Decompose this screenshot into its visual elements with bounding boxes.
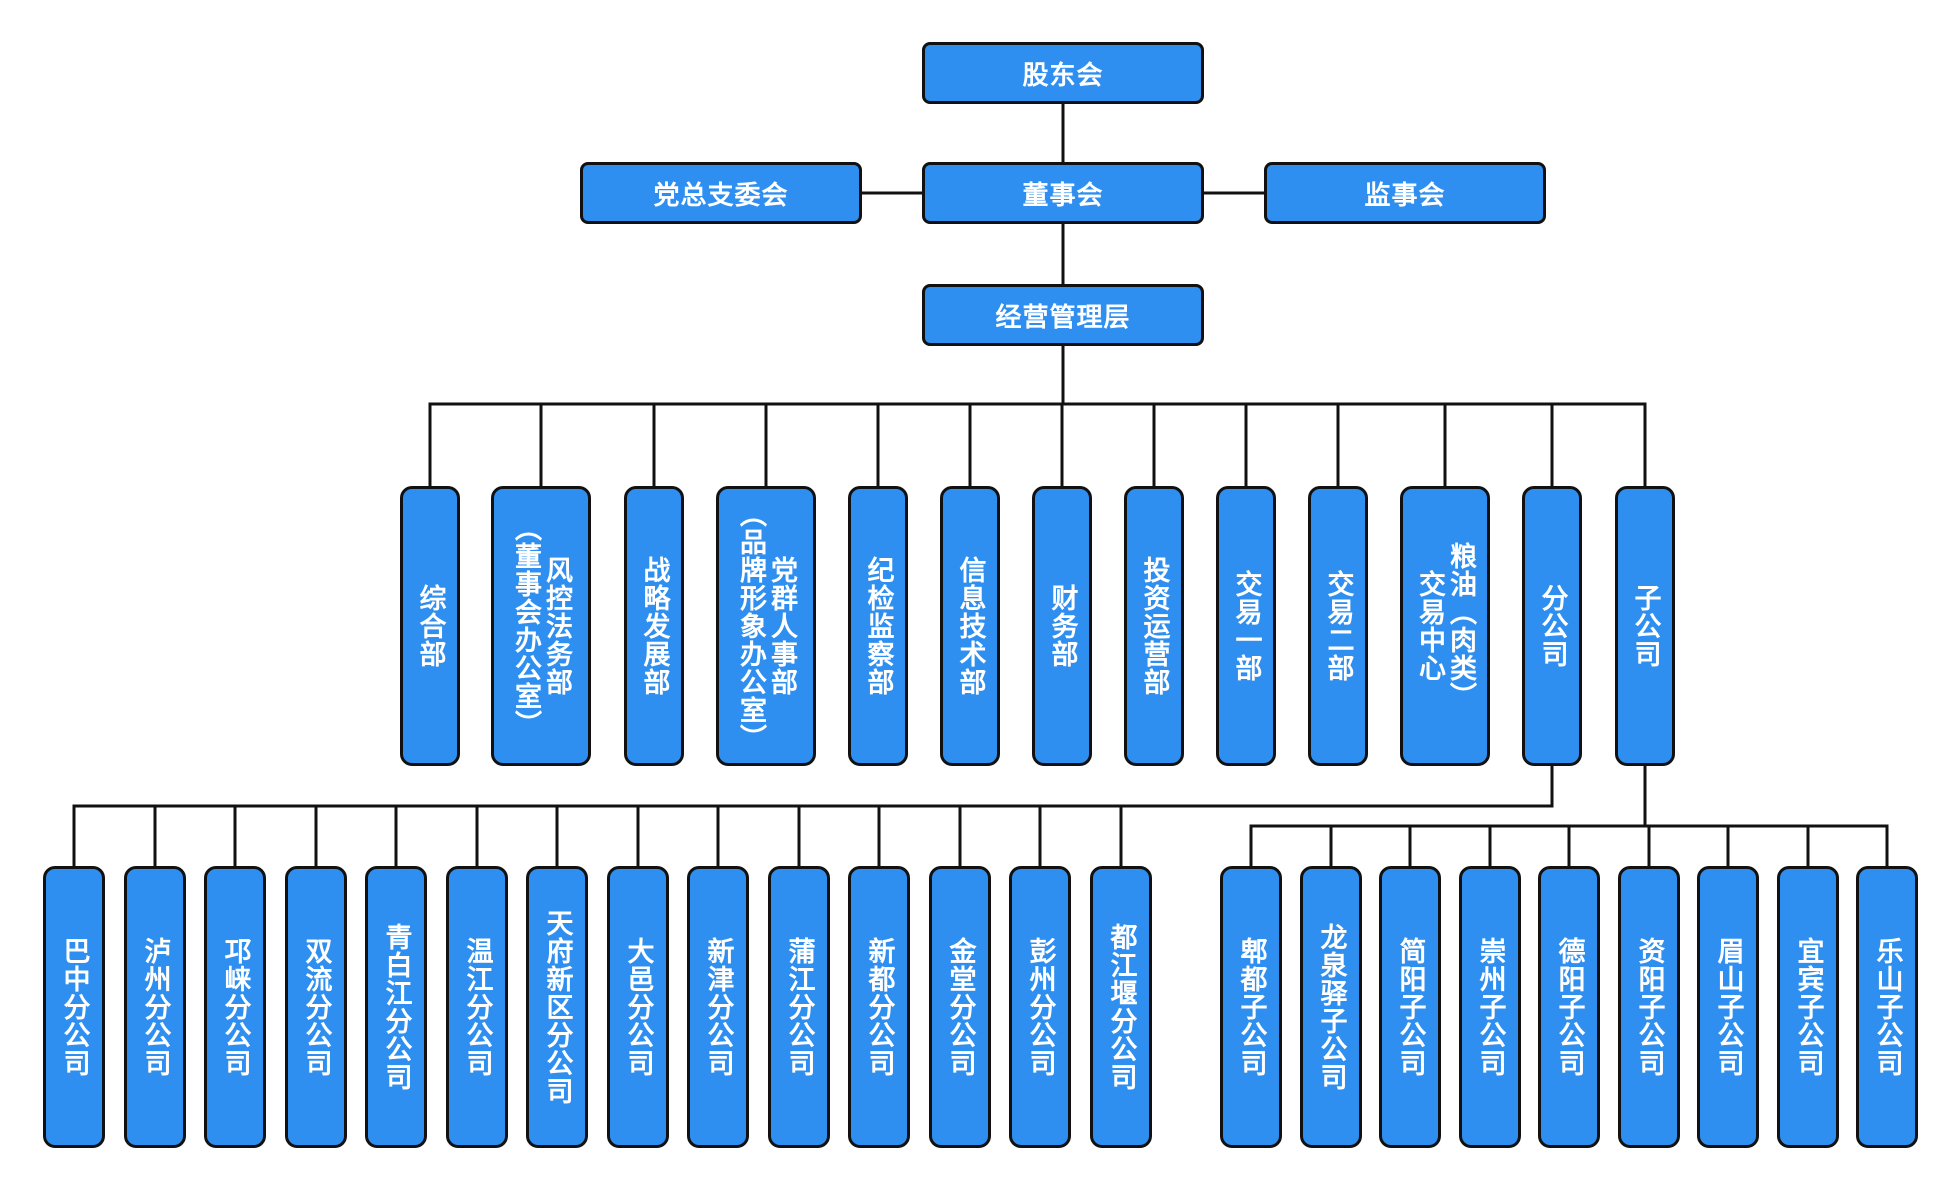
node-supervisors: 监事会 — [1264, 162, 1546, 224]
branch-node: 泸州分公司 — [124, 866, 186, 1148]
dept-jiaoyi2-label: 交易二部 — [1322, 570, 1354, 682]
branch-node-label: 都江堰分公司 — [1105, 923, 1137, 1091]
branch-node: 青白江分公司 — [365, 866, 427, 1148]
branch-node-label: 天府新区分公司 — [541, 909, 573, 1105]
branch-node: 蒲江分公司 — [768, 866, 830, 1148]
dept-zigongsi: 子公司 — [1615, 486, 1675, 766]
node-party-committee-label: 党总支委会 — [653, 180, 789, 211]
dept-xinxi-label: 信息技术部 — [954, 556, 986, 696]
subsidiary-node-label: 宜宾子公司 — [1792, 937, 1824, 1077]
node-board: 董事会 — [922, 162, 1204, 224]
subsidiary-node: 简阳子公司 — [1379, 866, 1441, 1148]
dept-fengongsi: 分公司 — [1522, 486, 1582, 766]
branch-node: 天府新区分公司 — [526, 866, 588, 1148]
subsidiary-node-label: 龙泉驿子公司 — [1315, 923, 1347, 1091]
subsidiary-node-label: 崇州子公司 — [1474, 937, 1506, 1077]
branch-node-label: 邛崃分公司 — [219, 937, 251, 1077]
branch-node: 温江分公司 — [446, 866, 508, 1148]
subsidiary-node: 乐山子公司 — [1856, 866, 1918, 1148]
subsidiary-node: 眉山子公司 — [1697, 866, 1759, 1148]
node-party-committee: 党总支委会 — [580, 162, 862, 224]
branch-node: 邛崃分公司 — [204, 866, 266, 1148]
node-board-label: 董事会 — [1022, 180, 1104, 211]
branch-node-label: 温江分公司 — [461, 937, 493, 1077]
dept-liangyou-label: 粮油（肉类） 交易中心 — [1414, 542, 1476, 710]
subsidiary-node-label: 简阳子公司 — [1394, 937, 1426, 1077]
subsidiary-node: 崇州子公司 — [1459, 866, 1521, 1148]
dept-dangqun-label: 党群人事部 （品牌形象办公室） — [735, 500, 797, 752]
node-shareholders-label: 股东会 — [1022, 60, 1104, 91]
dept-jiaoyi1: 交易一部 — [1216, 486, 1276, 766]
branch-node: 巴中分公司 — [43, 866, 105, 1148]
node-management: 经营管理层 — [922, 284, 1204, 346]
dept-jijian: 纪检监察部 — [848, 486, 908, 766]
dept-caiwu: 财务部 — [1032, 486, 1092, 766]
branch-node-label: 青白江分公司 — [380, 923, 412, 1091]
dept-touzi-label: 投资运营部 — [1138, 556, 1170, 696]
dept-liangyou: 粮油（肉类） 交易中心 — [1400, 486, 1490, 766]
dept-zhanlue: 战略发展部 — [624, 486, 684, 766]
dept-xinxi: 信息技术部 — [940, 486, 1000, 766]
branch-node-label: 新津分公司 — [702, 937, 734, 1077]
dept-dangqun: 党群人事部 （品牌形象办公室） — [716, 486, 816, 766]
dept-fengkong: 风控法务部 （董事会办公室） — [491, 486, 591, 766]
branch-node-label: 泸州分公司 — [139, 937, 171, 1077]
branch-node: 都江堰分公司 — [1090, 866, 1152, 1148]
branch-node-label: 新都分公司 — [863, 937, 895, 1077]
dept-fengkong-label: 风控法务部 （董事会办公室） — [510, 514, 572, 738]
subsidiary-node: 龙泉驿子公司 — [1300, 866, 1362, 1148]
subsidiary-node-label: 资阳子公司 — [1633, 937, 1665, 1077]
dept-zhanlue-label: 战略发展部 — [638, 556, 670, 696]
branch-node-label: 大邑分公司 — [622, 937, 654, 1077]
node-shareholders: 股东会 — [922, 42, 1204, 104]
subsidiary-node-label: 眉山子公司 — [1712, 937, 1744, 1077]
branch-node-label: 彭州分公司 — [1024, 937, 1056, 1077]
branch-node: 彭州分公司 — [1009, 866, 1071, 1148]
subsidiary-node: 宜宾子公司 — [1777, 866, 1839, 1148]
dept-jiaoyi1-label: 交易一部 — [1230, 570, 1262, 682]
subsidiary-node-label: 德阳子公司 — [1553, 937, 1585, 1077]
dept-fengongsi-label: 分公司 — [1536, 584, 1568, 668]
branch-node: 新津分公司 — [687, 866, 749, 1148]
branch-node: 金堂分公司 — [929, 866, 991, 1148]
branch-node-label: 双流分公司 — [300, 937, 332, 1077]
node-supervisors-label: 监事会 — [1364, 180, 1446, 211]
branch-node: 双流分公司 — [285, 866, 347, 1148]
dept-zonghe: 综合部 — [400, 486, 460, 766]
subsidiary-node-label: 乐山子公司 — [1871, 937, 1903, 1077]
dept-jijian-label: 纪检监察部 — [862, 556, 894, 696]
dept-zonghe-label: 综合部 — [414, 584, 446, 668]
branch-node-label: 金堂分公司 — [944, 937, 976, 1077]
subsidiary-node: 德阳子公司 — [1538, 866, 1600, 1148]
dept-caiwu-label: 财务部 — [1046, 584, 1078, 668]
dept-zigongsi-label: 子公司 — [1629, 584, 1661, 668]
branch-node-label: 巴中分公司 — [58, 937, 90, 1077]
subsidiary-node-label: 郫都子公司 — [1235, 937, 1267, 1077]
node-management-label: 经营管理层 — [995, 302, 1131, 333]
dept-touzi: 投资运营部 — [1124, 486, 1184, 766]
branch-node: 新都分公司 — [848, 866, 910, 1148]
dept-jiaoyi2: 交易二部 — [1308, 486, 1368, 766]
subsidiary-node: 资阳子公司 — [1618, 866, 1680, 1148]
subsidiary-node: 郫都子公司 — [1220, 866, 1282, 1148]
branch-node-label: 蒲江分公司 — [783, 937, 815, 1077]
branch-node: 大邑分公司 — [607, 866, 669, 1148]
